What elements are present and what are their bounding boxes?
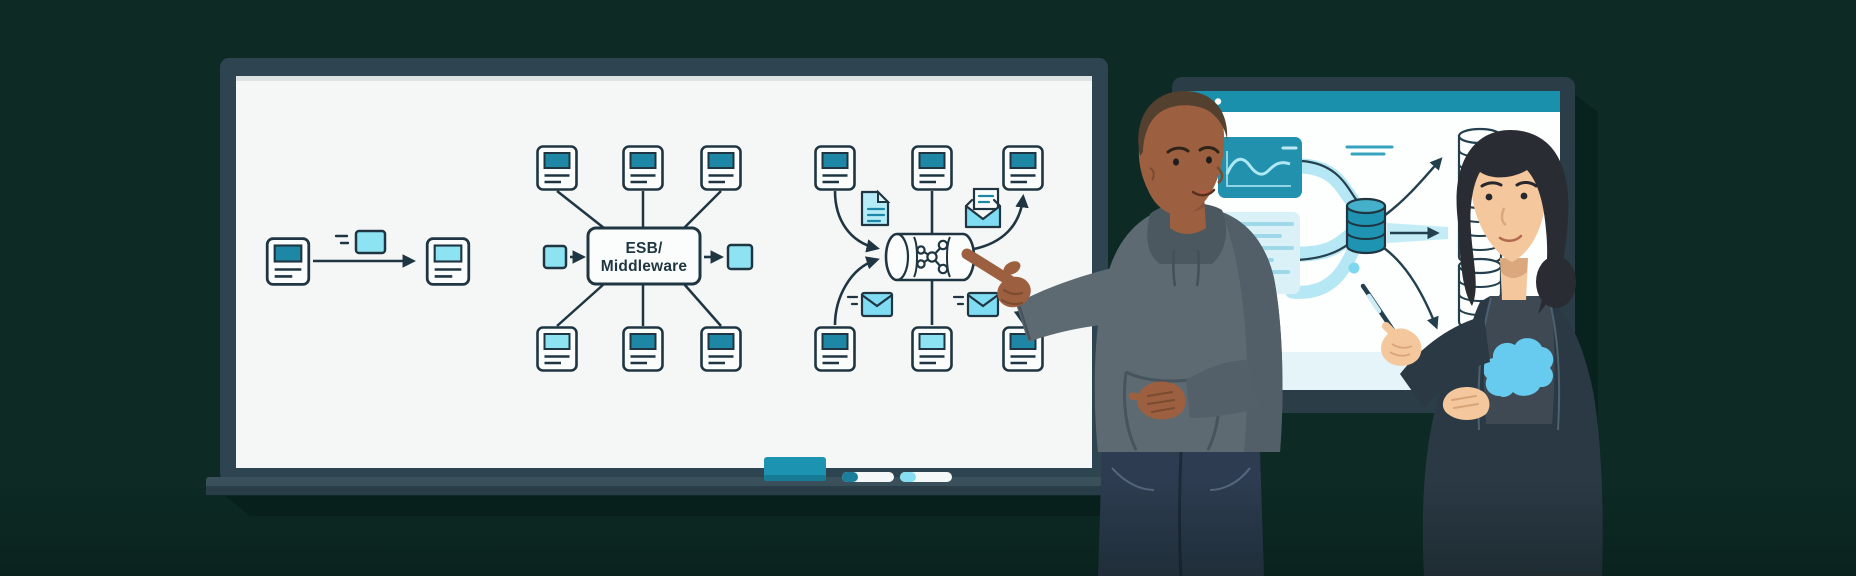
eraser [764,457,826,481]
woman-eye [1485,193,1493,201]
speed-lines [1345,145,1394,156]
app-node [622,326,664,372]
man-eyebrows [1166,146,1220,154]
document-icon [860,189,891,227]
man-pointing-arm [1016,266,1132,342]
woman-hair [1456,130,1569,314]
woman-head [1456,130,1576,314]
event-streaming-diagram [814,145,1044,372]
woman-pen-hand [1381,322,1422,366]
app-node [265,237,311,286]
app-node [814,326,856,372]
woman-mouth [1498,234,1523,242]
pointer-dot [1348,262,1360,274]
cloud-logo-icon [1483,338,1554,397]
floor-shadow [0,480,1856,576]
app-node [425,237,471,286]
message-square [542,244,568,270]
envelope-icon [952,291,1000,318]
man-pointing-hand [961,248,1031,308]
marker [900,472,952,482]
browser-titlebar [1186,91,1560,112]
marker [842,472,894,482]
esb-hub-diagram: ESB/ Middleware [536,145,754,372]
open-envelope-icon [964,187,1002,229]
app-node [536,326,578,372]
woman-waist-hand [1442,386,1490,420]
app-node [700,326,742,372]
line-chart-card [1218,137,1302,198]
woman-eyebrows [1480,181,1538,188]
app-node [700,145,742,191]
man-eye [1206,156,1212,164]
esb-label-line2: Middleware [601,258,688,275]
database-cylinder [1345,197,1387,255]
man-mouth [1191,188,1216,197]
app-node [911,145,953,191]
woman-eye [1520,192,1528,200]
woman-nose [1500,207,1507,227]
kafka-logo-icon [916,239,949,275]
message-packet-icon [334,229,387,255]
man-nose [1216,166,1224,185]
app-node [814,145,856,191]
envelope-icon [846,291,894,318]
app-node [911,326,953,372]
app-node [536,145,578,191]
woman-pointing-arm [1400,316,1490,408]
app-node [1002,145,1044,191]
man-head [1138,90,1228,234]
man-eye [1173,158,1179,166]
man-resting-hand [1128,381,1186,420]
esb-label-line1: ESB/ [626,240,663,257]
esb-middleware-box [586,226,702,286]
man-hair [1138,90,1228,156]
point-to-point-diagram [265,229,471,286]
app-node [622,145,664,191]
message-square [726,243,754,271]
event-log-cylinder [884,232,976,282]
